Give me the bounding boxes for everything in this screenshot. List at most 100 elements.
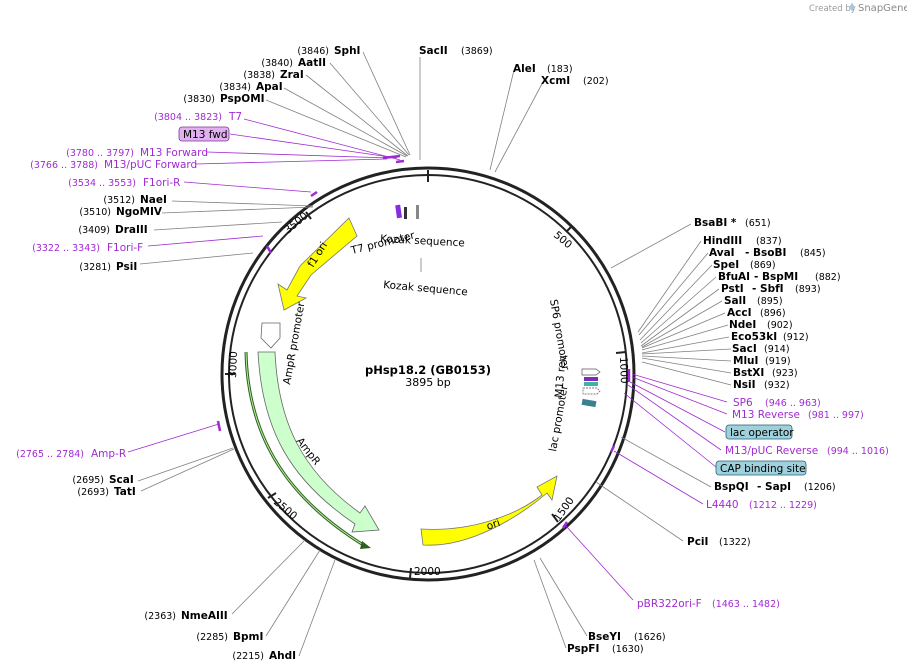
site-sbfI-position: (893)	[795, 284, 821, 295]
site-avaI-bsoBI[interactable]: AvaI - BsoBI (845)	[709, 247, 826, 259]
site-scaI[interactable]: (2695) ScaI	[72, 474, 133, 486]
site-apaI-position: (3834)	[219, 82, 251, 93]
primer-pbr322[interactable]: pBR322ori-F (1463 .. 1482)	[637, 598, 780, 610]
leader-scaI	[137, 447, 234, 482]
feature-ampr-promoter-arrow	[260, 322, 281, 349]
primer-lacop[interactable]: lac operator	[725, 424, 794, 440]
site-pspOMI[interactable]: (3830) PspOMI	[183, 93, 264, 105]
primer-f1orif[interactable]: (3322 .. 3343) F1ori-F	[32, 242, 143, 254]
site-ngoMIV[interactable]: (3510) NgoMIV	[79, 206, 162, 218]
leader-pspOMI	[265, 99, 407, 158]
site-hindIII-position: (837)	[756, 236, 782, 247]
site-apaI[interactable]: (3834) ApaI	[219, 81, 282, 93]
site-bpmI-name: BpmI	[233, 631, 263, 643]
site-aatII[interactable]: (3840) AatII	[261, 57, 326, 69]
site-eco53kI[interactable]: Eco53kI (912)	[731, 331, 809, 343]
feature-m13rev-label: M13 rev	[553, 355, 569, 398]
site-sacII[interactable]: SacII (3869)	[419, 45, 493, 57]
site-zraI[interactable]: (3838) ZraI	[243, 69, 303, 81]
site-speI[interactable]: SpeI (869)	[713, 259, 776, 271]
site-draIII-name: DraIII	[115, 224, 148, 236]
site-aleI[interactable]: AleI (183)	[513, 63, 573, 75]
primer-m13reverse[interactable]: M13 Reverse (981 .. 997)	[732, 409, 864, 421]
site-xcmI[interactable]: XcmI (202)	[541, 75, 609, 87]
snapgene-logo: SnapGene	[850, 3, 907, 14]
site-tatI[interactable]: (2693) TatI	[77, 486, 135, 498]
site-bstXI-position: (923)	[772, 368, 798, 379]
leader-xcmI	[494, 81, 544, 173]
primer-cap[interactable]: CAP binding site	[715, 460, 807, 476]
site-mluI[interactable]: MluI (919)	[733, 355, 791, 367]
primer-cap-box	[715, 460, 807, 476]
site-sacI[interactable]: SacI (914)	[732, 343, 790, 355]
primer-mark-t7	[395, 159, 405, 164]
site-nsiI[interactable]: NsiI (932)	[733, 379, 790, 391]
site-pciI[interactable]: PciI (1322)	[687, 536, 751, 548]
site-ndeI[interactable]: NdeI (902)	[729, 319, 793, 331]
site-salI-position: (895)	[757, 296, 783, 307]
site-bseYI[interactable]: BseYI (1626)	[588, 631, 666, 643]
site-accI[interactable]: AccI (896)	[727, 307, 786, 319]
site-ahdI[interactable]: (2215) AhdI	[232, 650, 296, 662]
site-salI[interactable]: SalI (895)	[724, 295, 783, 307]
site-sphI-name: SphI	[334, 45, 360, 57]
primer-m13forward[interactable]: (3780 .. 3797) M13 Forward	[66, 147, 208, 159]
leader-psiI	[139, 252, 254, 265]
site-sapI-name: - SapI	[757, 481, 791, 493]
leader-zraI	[305, 74, 409, 157]
feature-kozak-marker-2	[416, 205, 419, 219]
site-nsiI-position: (932)	[764, 380, 790, 391]
site-pstI-sbfI[interactable]: PstI - SbfI (893)	[721, 283, 821, 295]
site-sacII-position: (3869)	[461, 46, 493, 57]
leader-bfuAI	[640, 276, 717, 344]
primer-m13pucfwd[interactable]: (3766 .. 3788) M13/pUC Forward	[30, 159, 197, 171]
primer-ampr[interactable]: (2765 .. 2784) Amp-R	[16, 448, 126, 460]
primer-m13fwd[interactable]: M13 fwd	[178, 126, 230, 142]
site-pspFI[interactable]: PspFI (1630)	[567, 643, 644, 655]
site-aleI-position: (183)	[547, 64, 573, 75]
site-bfuAI-bspMI[interactable]: BfuAI - BspMI (882)	[718, 271, 841, 283]
tick-marks	[225, 170, 627, 579]
created-by-text: Created by	[809, 4, 856, 14]
leader-l4440	[613, 450, 704, 505]
leader-aleI	[489, 69, 515, 171]
site-psiI[interactable]: (3281) PsiI	[79, 261, 137, 273]
site-ndeI-position: (902)	[767, 320, 793, 331]
site-mluI-position: (919)	[765, 356, 791, 367]
primer-m13pucrev[interactable]: M13/pUC Reverse (994 .. 1016)	[725, 445, 889, 457]
tick-3500	[305, 211, 312, 220]
site-naeI[interactable]: (3512) NaeI	[103, 194, 167, 206]
primer-sp6[interactable]: SP6 (946 .. 963)	[733, 397, 821, 409]
feature-t7-marker	[395, 204, 402, 219]
site-pspFI-position: (1630)	[612, 644, 644, 655]
feature-sp6-promoter-arrow	[581, 368, 601, 376]
site-nmeAIII[interactable]: (2363) NmeAIII	[144, 610, 227, 622]
site-sphI[interactable]: (3846) SphI	[297, 45, 360, 57]
primer-ampr-range: (2765 .. 2784)	[16, 449, 84, 460]
site-xcmI-name: XcmI	[541, 75, 570, 87]
feature-ori-arrow	[420, 475, 558, 546]
site-bpmI[interactable]: (2285) BpmI	[196, 631, 263, 643]
site-bstXI[interactable]: BstXI (923)	[733, 367, 798, 379]
leader-bpmI	[265, 549, 321, 637]
site-apaI-name: ApaI	[256, 81, 283, 93]
primer-m13pucrev-name: M13/pUC Reverse	[725, 445, 818, 457]
feature-ori-label: ori	[485, 517, 502, 533]
tick-2500	[267, 492, 277, 499]
tick-1500	[551, 513, 559, 523]
site-bsaBI[interactable]: BsaBI * (651)	[694, 217, 771, 229]
leader-f1orir	[183, 181, 312, 193]
site-hindIII[interactable]: HindIII (837)	[703, 235, 782, 247]
leader-ndeI	[641, 324, 729, 351]
site-draIII[interactable]: (3409) DraIII	[78, 224, 147, 236]
leader-speI	[639, 264, 713, 341]
primer-m13forward-name: M13 Forward	[140, 147, 208, 159]
site-pciI-name: PciI	[687, 536, 708, 548]
site-bspQI-sapI[interactable]: BspQI - SapI (1206)	[714, 481, 836, 493]
site-accI-position: (896)	[760, 308, 786, 319]
primer-l4440-name: L4440	[706, 499, 739, 511]
site-nmeAIII-position: (2363)	[144, 611, 176, 622]
primer-f1orir[interactable]: (3534 .. 3553) F1ori-R	[68, 177, 180, 189]
primer-t7[interactable]: (3804 .. 3823) T7	[154, 111, 242, 123]
primer-l4440[interactable]: L4440 (1212 .. 1229)	[706, 499, 817, 511]
